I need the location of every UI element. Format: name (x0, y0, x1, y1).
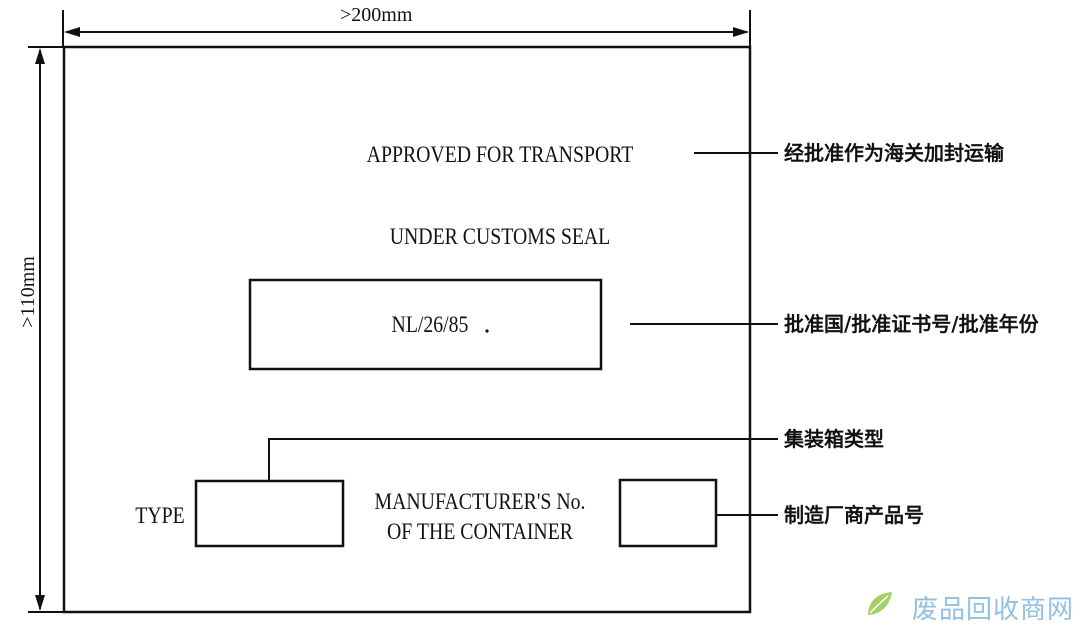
watermark-leaf-icon (868, 592, 892, 615)
leader-container-type (268, 438, 778, 481)
approval-code: NL/26/85 (391, 312, 469, 337)
height-arrow-bottom (35, 595, 45, 611)
manufacturer-label-line1: MANUFACTURER'S No. (374, 489, 586, 514)
manufacturer-number-box (618, 478, 718, 548)
plate-line-customs-seal: UNDER CUSTOMS SEAL (389, 224, 611, 249)
approval-code-box (248, 278, 603, 371)
callout-approved: 经批准作为海关加封运输 (784, 141, 1004, 165)
width-arrow-right (733, 27, 749, 37)
callout-manufacturer-no: 制造厂商产品号 (784, 503, 924, 527)
manufacturer-label-line2: OF THE CONTAINER (387, 519, 573, 544)
height-arrow-top (35, 48, 45, 64)
code-dot (485, 329, 489, 333)
width-arrow-left (64, 27, 80, 37)
callout-container-type: 集装箱类型 (784, 427, 884, 451)
width-label: >200mm (340, 4, 413, 26)
plate-outline (62, 45, 752, 614)
type-label: TYPE (135, 503, 185, 528)
watermark-text: 废品回收商网 (911, 595, 1074, 625)
height-label: >110mm (17, 256, 39, 328)
type-box (194, 479, 345, 548)
callout-approval-code: 批准国/批准证书号/批准年份 (784, 312, 1039, 336)
plate-line-approved: APPROVED FOR TRANSPORT (366, 142, 634, 167)
